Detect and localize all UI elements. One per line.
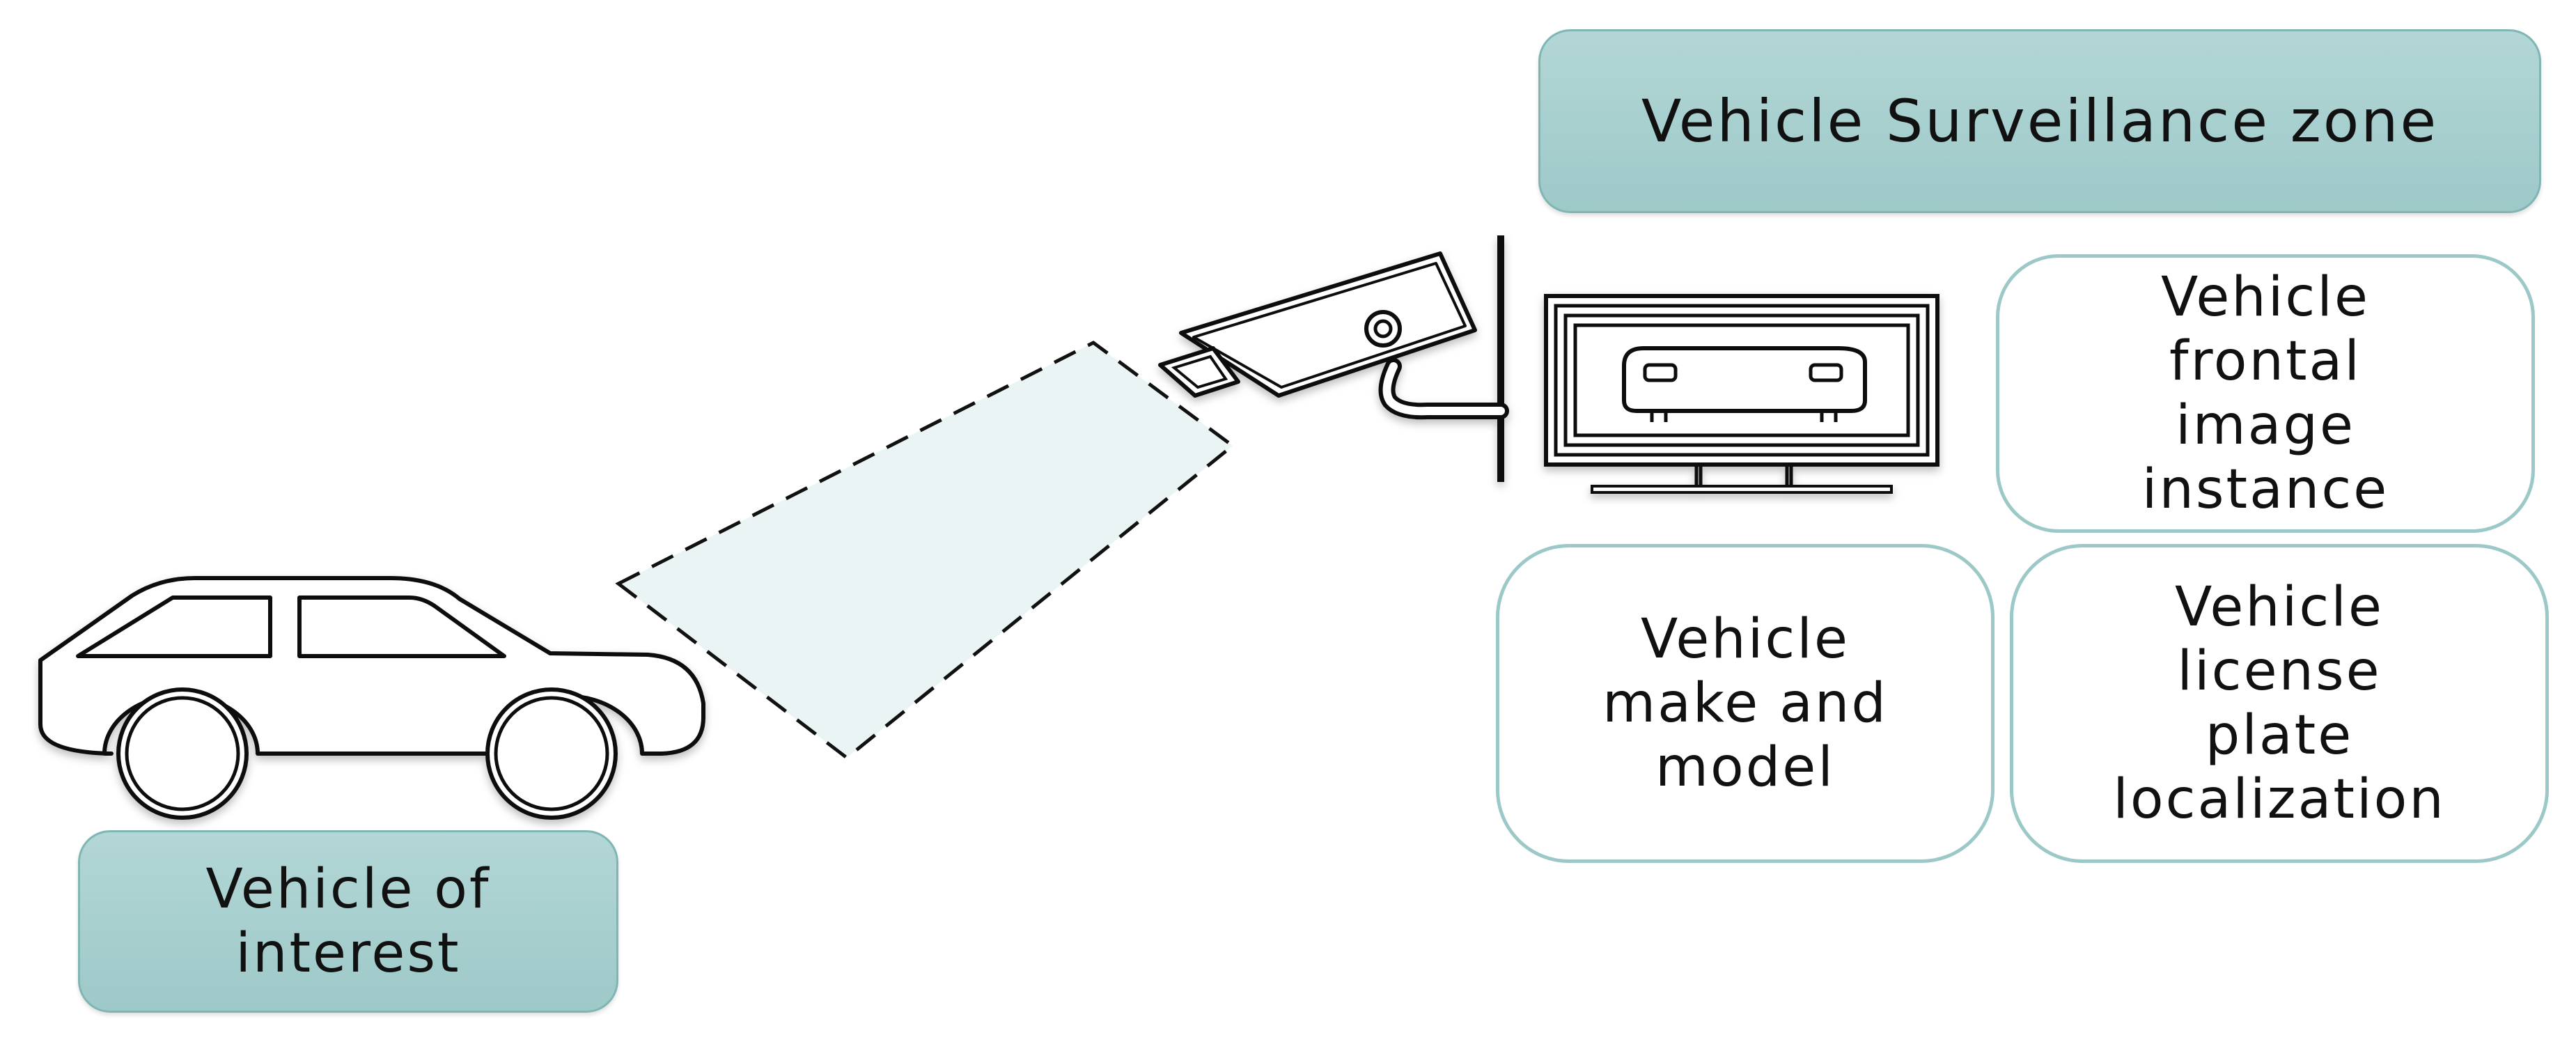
license-plate-box: Vehicle license plate localization: [2010, 544, 2549, 863]
frontal-image-box: Vehicle frontal image instance: [1996, 254, 2535, 533]
surveillance-zone-title: Vehicle Surveillance zone: [1538, 29, 2541, 213]
vehicle-of-interest-box: Vehicle of interest: [78, 830, 618, 1013]
make-model-box: Vehicle make and model: [1496, 544, 1995, 863]
surveillance-zone-title-text: Vehicle Surveillance zone: [1641, 87, 2439, 155]
monitor-icon: [1544, 294, 1939, 494]
vehicle-of-interest-text: Vehicle of interest: [205, 858, 491, 985]
frontal-image-text: Vehicle frontal image instance: [2141, 266, 2389, 521]
camera-beam: [615, 341, 1236, 761]
license-plate-text: Vehicle license plate localization: [2113, 576, 2446, 831]
make-model-text: Vehicle make and model: [1602, 608, 1888, 799]
car-icon: [38, 576, 705, 820]
surveillance-camera-icon: [1158, 235, 1509, 482]
